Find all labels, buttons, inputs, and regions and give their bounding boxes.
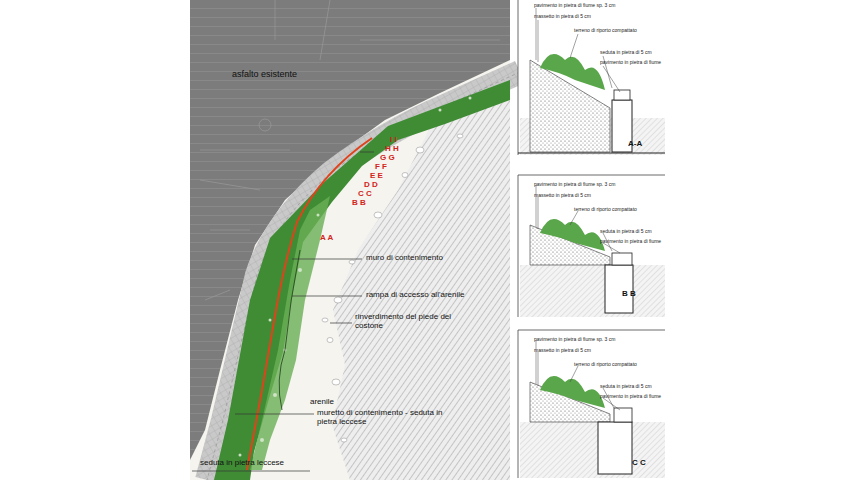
section-mark: E E	[370, 172, 383, 181]
section-b	[518, 175, 665, 317]
material-note: massetto in pietra di 5 cm	[534, 348, 591, 354]
callout-label: rampa di accesso all'arenile	[366, 291, 464, 300]
material-note: pavimento in pietra di fiume	[600, 60, 661, 66]
callout-label: muretto di contenimento - seduta in piet…	[317, 409, 447, 427]
material-note: pavimento in pietra di fiume	[600, 394, 661, 400]
section-mark: H H	[385, 145, 399, 154]
section-title: B B	[622, 290, 636, 299]
material-note: pavimento in pietra di fiume sp. 3 cm	[534, 3, 615, 9]
section-mark: A A	[320, 234, 333, 243]
callout-label: seduta in pietra leccese	[200, 459, 284, 468]
material-note: seduta in pietra di 5 cm	[600, 384, 652, 390]
section-c	[518, 330, 665, 478]
callout-label: muro di contenimento	[366, 254, 443, 263]
section-mark: C C	[358, 190, 372, 199]
material-note: terreno di riporto compattato	[574, 362, 637, 368]
material-note: seduta in pietra di 5 cm	[600, 229, 652, 235]
section-mark: F F	[375, 163, 387, 172]
material-note: pavimento in pietra di fiume	[600, 239, 661, 245]
section-title: C C	[632, 459, 646, 468]
material-note: seduta in pietra di 5 cm	[600, 50, 652, 56]
section-a	[518, 0, 665, 155]
area-label: asfalto esistente	[232, 70, 297, 80]
material-note: terreno di riporto compattato	[574, 28, 637, 34]
material-note: massetto in pietra di 5 cm	[534, 193, 591, 199]
material-note: pavimento in pietra di fiume sp. 3 cm	[534, 182, 615, 188]
section-mark: B B	[352, 199, 366, 208]
material-note: pavimento in pietra di fiume sp. 3 cm	[534, 337, 615, 343]
material-note: terreno di riporto compattato	[574, 207, 637, 213]
section-mark: D D	[364, 181, 378, 190]
section-title: A-A	[628, 140, 642, 149]
callout-label: rinverdimento del piede del costone	[355, 313, 465, 331]
section-mark: G G	[380, 154, 395, 163]
section-mark: I I	[390, 136, 397, 145]
area-label: arenile	[310, 398, 334, 407]
material-note: massetto in pietra di 5 cm	[534, 14, 591, 20]
